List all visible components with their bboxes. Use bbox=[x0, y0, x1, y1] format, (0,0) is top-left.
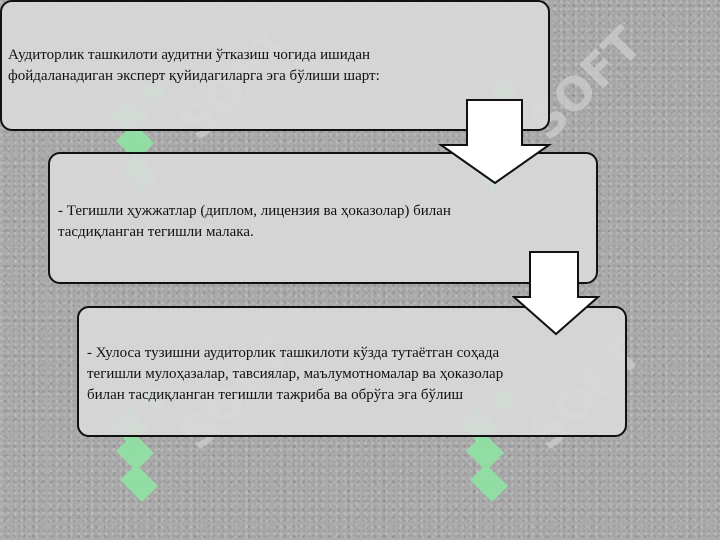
box-1-line-2: фойдаланадиган эксперт қуйидагиларга эга… bbox=[8, 68, 380, 84]
box-3-line-3: билан тасдиқланган тегишли тажриба ва об… bbox=[87, 387, 464, 403]
box-3-line-1: - Хулоса тузишни аудиторлик ташкилоти кў… bbox=[87, 345, 500, 361]
diagram-box-1: Аудиторлик ташкилоти аудитни ўтказиш чог… bbox=[0, 0, 550, 131]
box-2-line-1: - Тегишли ҳужжатлар (диплом, лицензия ва… bbox=[58, 203, 451, 219]
box-2-line-2: тасдиқланган тегишли малака. bbox=[58, 224, 254, 240]
down-arrow-icon bbox=[512, 251, 600, 336]
down-arrow-icon bbox=[437, 99, 553, 185]
diagram-box-3: - Хулоса тузишни аудиторлик ташкилоти кў… bbox=[77, 306, 627, 437]
box-1-line-1: Аудиторлик ташкилоти аудитни ўтказиш чог… bbox=[8, 47, 371, 63]
box-3-line-2: тегишли мулоҳазалар, тавсиялар, маълумот… bbox=[87, 366, 504, 382]
